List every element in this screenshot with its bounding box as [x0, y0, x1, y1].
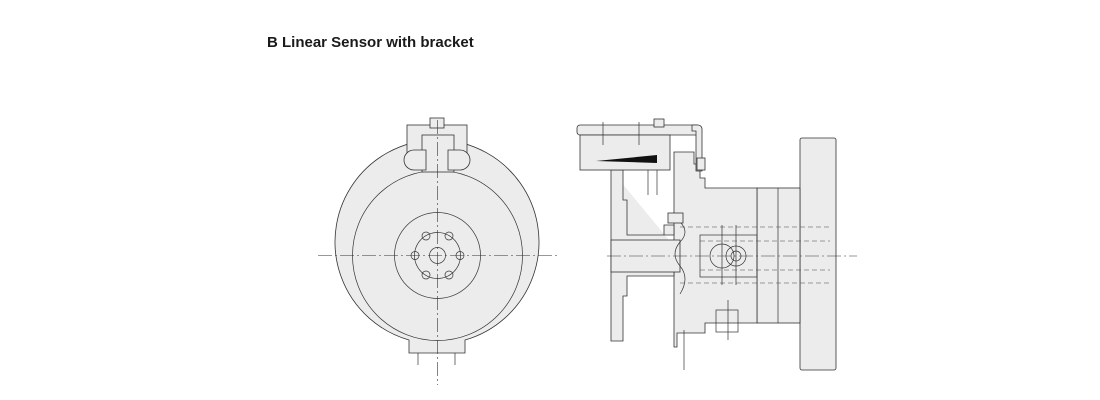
- sensor-bracket-front: [403, 117, 471, 173]
- figure-title: B Linear Sensor with bracket: [267, 34, 474, 51]
- front-view: [318, 117, 557, 385]
- linear-sensor: [576, 118, 706, 195]
- side-view: [576, 118, 857, 371]
